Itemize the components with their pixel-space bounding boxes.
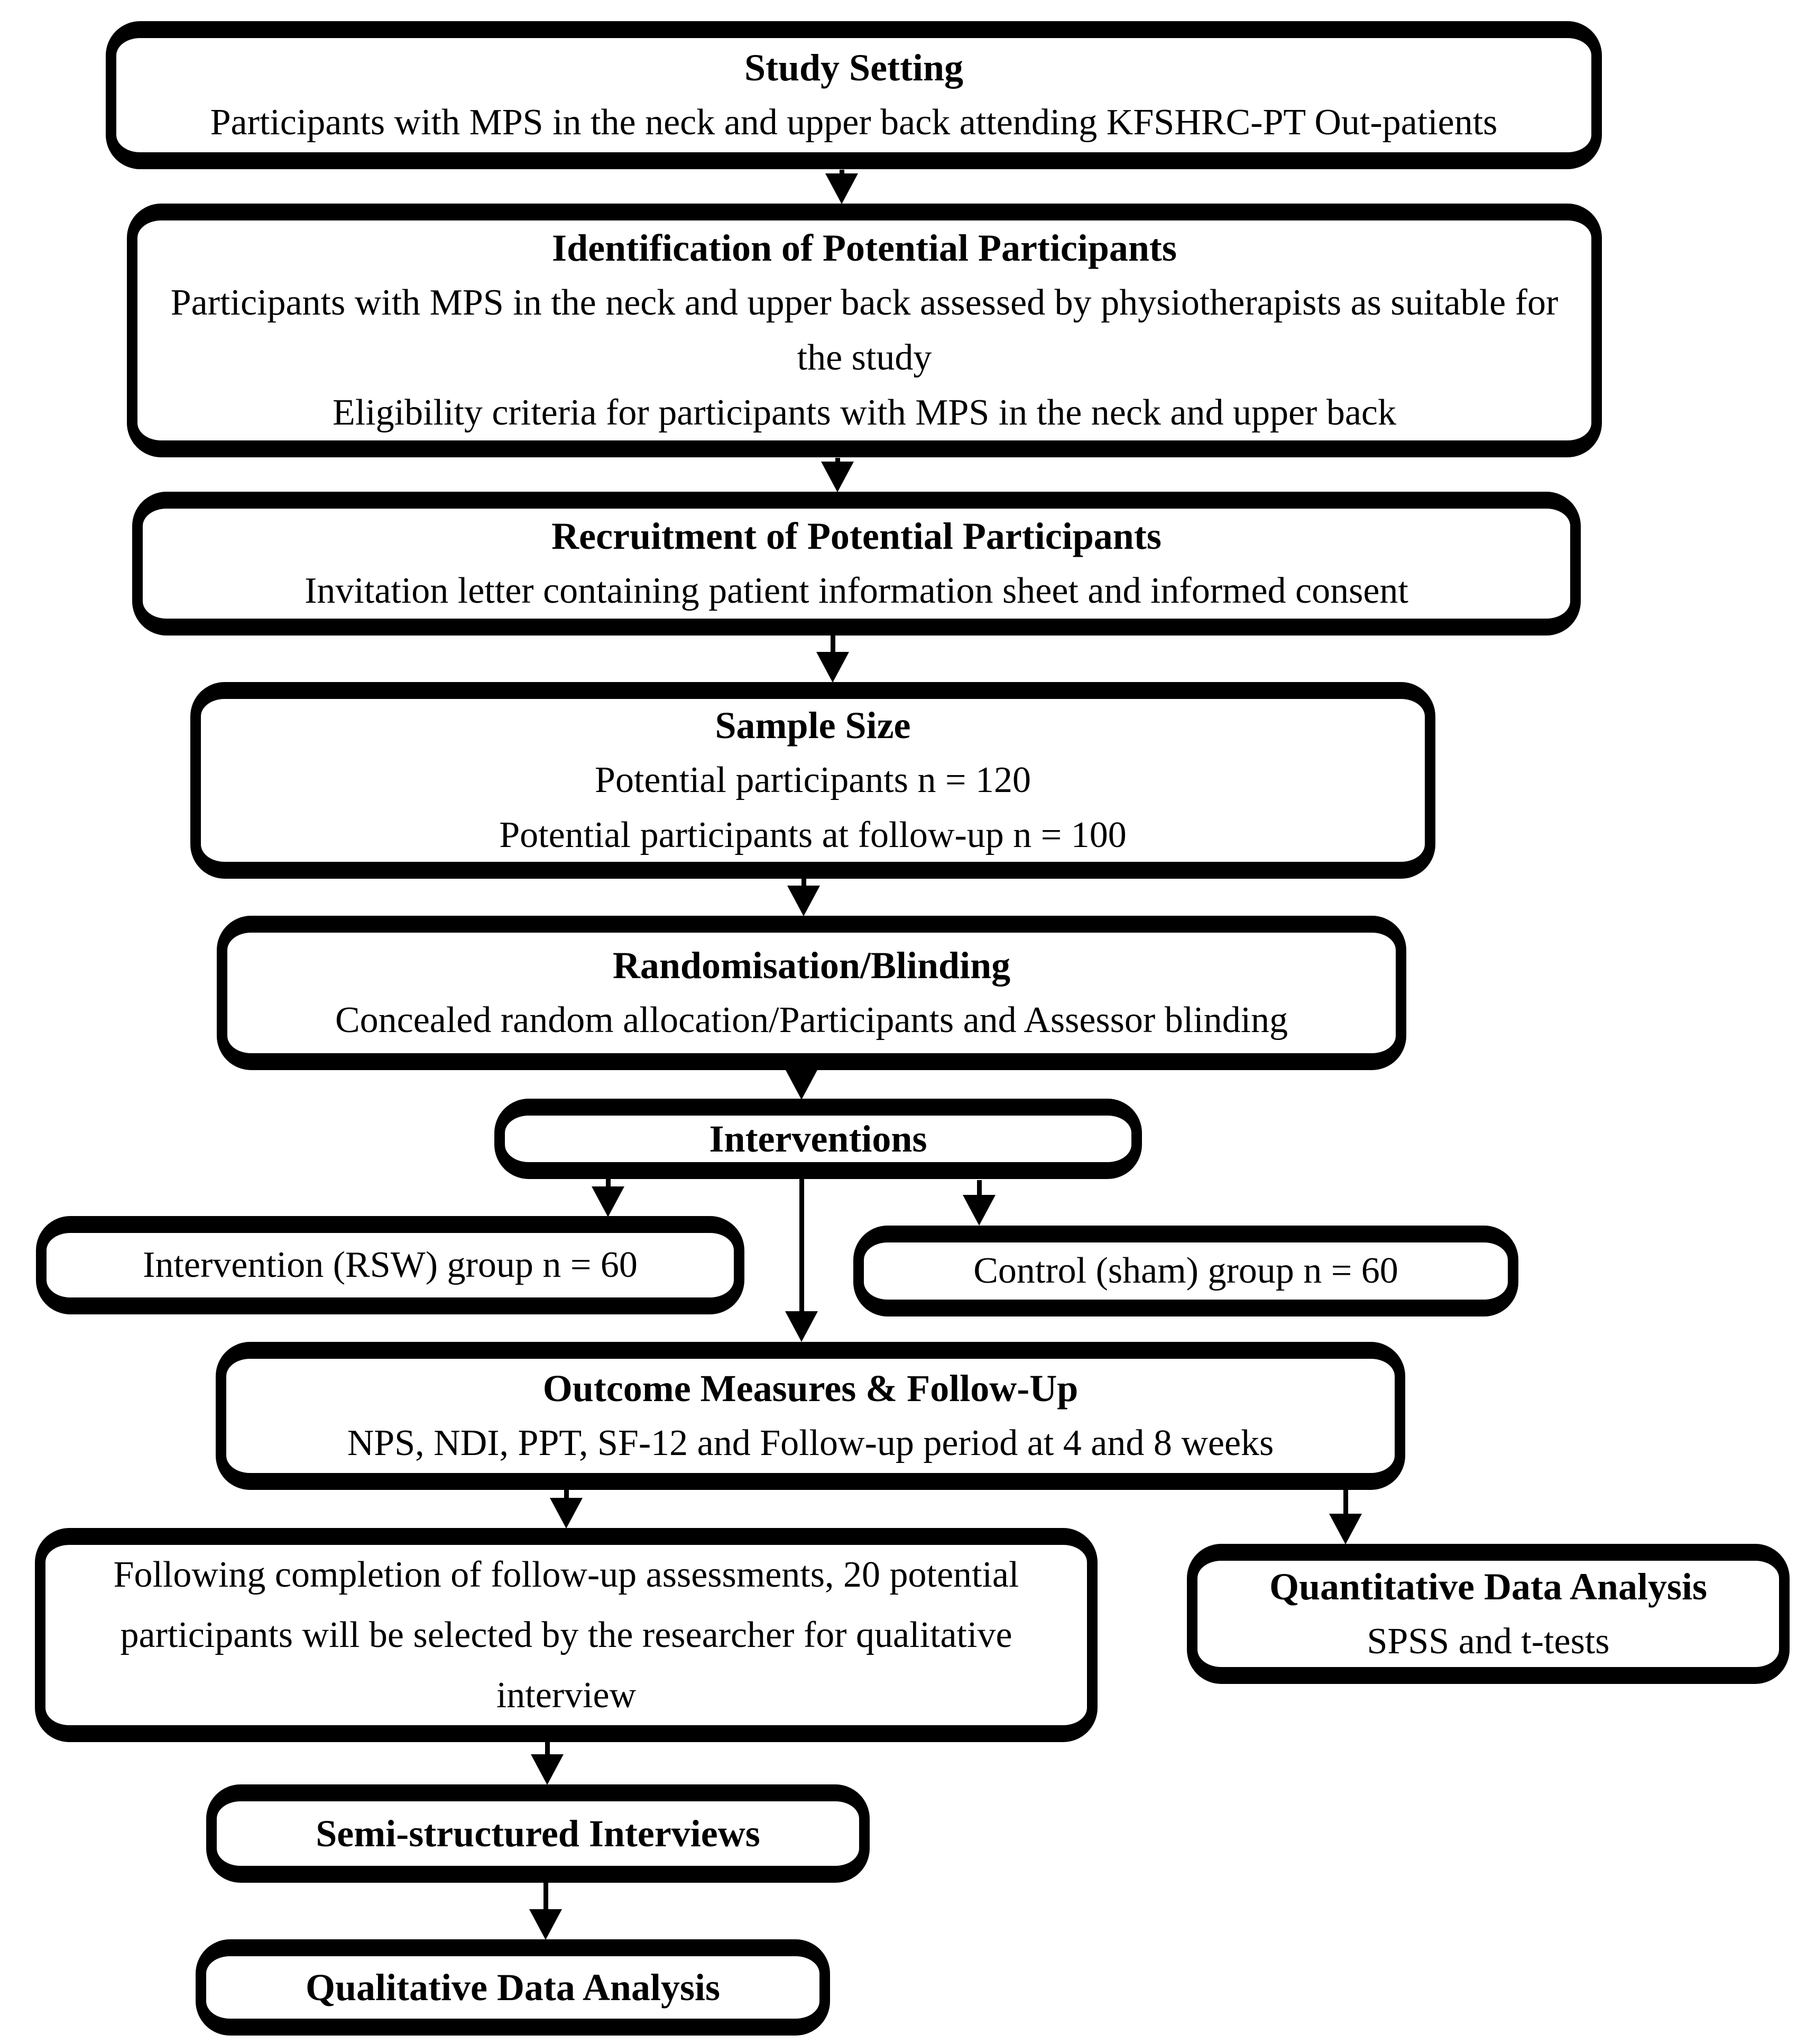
arrow-shaft	[545, 1742, 550, 1757]
box-semi-structured-interviews: Semi-structured Interviews	[206, 1784, 870, 1883]
box-text: Potential participants at follow-up n = …	[499, 815, 1127, 855]
arrow-head-down-icon	[821, 462, 854, 492]
box-title: Sample Size	[715, 704, 911, 747]
box-recruitment: Recruitment of Potential Participants In…	[132, 492, 1581, 636]
arrow-head-down-icon	[963, 1195, 996, 1226]
box-text: Control (sham) group n = 60	[973, 1250, 1398, 1291]
arrow-head-down-icon	[1329, 1514, 1362, 1544]
box-study-setting: Study Setting Participants with MPS in t…	[106, 21, 1602, 169]
arrow-head-down-icon	[785, 1311, 818, 1342]
box-title: Randomisation/Blinding	[612, 944, 1011, 987]
box-title: Study Setting	[744, 47, 964, 89]
box-title: Semi-structured Interviews	[316, 1812, 760, 1855]
arrow-shaft	[840, 170, 844, 177]
arrow-head-down-icon	[592, 1186, 624, 1217]
box-randomisation-blinding: Randomisation/Blinding Concealed random …	[217, 916, 1406, 1070]
arrow-shaft	[835, 458, 840, 465]
box-text: Eligibility criteria for participants wi…	[333, 392, 1396, 433]
arrow-shaft	[564, 1490, 569, 1501]
arrow-shaft	[977, 1180, 982, 1198]
box-text: Concealed random allocation/Participants…	[335, 1000, 1288, 1041]
arrow-shaft	[799, 1179, 804, 1314]
arrow-head-down-icon	[529, 1909, 562, 1940]
arrow-shaft	[801, 879, 806, 889]
box-title: Recruitment of Potential Participants	[551, 515, 1162, 557]
box-text: Potential participants n = 120	[595, 760, 1031, 800]
box-title: Interventions	[709, 1118, 927, 1160]
box-interventions: Interventions	[494, 1099, 1142, 1179]
box-text: Participants with MPS in the neck and up…	[170, 282, 1559, 378]
arrow-shaft	[1343, 1490, 1348, 1517]
arrow-shaft	[543, 1883, 548, 1912]
box-title: Identification of Potential Participants	[552, 227, 1177, 269]
box-text: Following completion of follow-up assess…	[113, 1554, 1019, 1716]
arrow-head-down-icon	[816, 652, 849, 683]
arrow-shaft	[831, 636, 835, 655]
box-sample-size: Sample Size Potential participants n = 1…	[190, 682, 1435, 879]
arrow-head-down-icon	[785, 1069, 818, 1100]
box-outcome-measures: Outcome Measures & Follow-Up NPS, NDI, P…	[216, 1342, 1405, 1490]
box-qualitative-selection: Following completion of follow-up assess…	[35, 1528, 1098, 1742]
box-qualitative-data-analysis: Qualitative Data Analysis	[196, 1939, 830, 2036]
arrow-shaft	[606, 1179, 611, 1190]
box-text: Intervention (RSW) group n = 60	[143, 1245, 638, 1285]
box-text: NPS, NDI, PPT, SF-12 and Follow-up perio…	[347, 1423, 1274, 1463]
box-title: Outcome Measures & Follow-Up	[542, 1367, 1079, 1410]
arrow-head-down-icon	[550, 1498, 583, 1529]
arrow-head-down-icon	[531, 1754, 564, 1785]
box-text: SPSS and t-tests	[1367, 1621, 1610, 1662]
box-quantitative-data-analysis: Quantitative Data Analysis SPSS and t-te…	[1187, 1544, 1790, 1684]
box-identification: Identification of Potential Participants…	[127, 204, 1602, 457]
box-title: Qualitative Data Analysis	[305, 1966, 721, 2009]
box-intervention-rsw-group: Intervention (RSW) group n = 60	[36, 1216, 744, 1314]
box-control-sham-group: Control (sham) group n = 60	[853, 1226, 1518, 1316]
arrow-head-down-icon	[787, 886, 820, 916]
box-title: Quantitative Data Analysis	[1269, 1565, 1708, 1608]
arrow-head-down-icon	[825, 173, 858, 204]
box-text: Invitation letter containing patient inf…	[305, 570, 1408, 611]
box-text: Participants with MPS in the neck and up…	[210, 102, 1498, 143]
